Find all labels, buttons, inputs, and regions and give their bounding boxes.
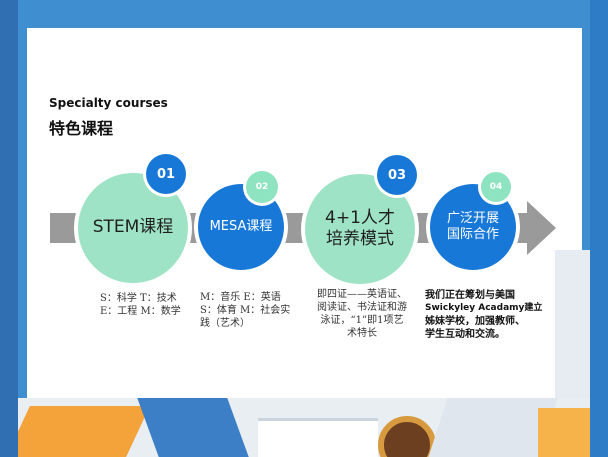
step-2-description: M：音乐 E：英语 S：体育 M：社会实 践（艺术） (200, 291, 308, 330)
bottom-decoration (18, 398, 590, 457)
step-2-number: 02 (246, 171, 278, 203)
step-2-desc-line: 践（艺术） (200, 318, 250, 329)
page-title-en: Specialty courses (49, 96, 168, 110)
page-title-cn: 特色课程 (49, 119, 114, 138)
side-decoration (555, 250, 590, 398)
step-1-desc-line: E：工程 M：数学 (100, 306, 181, 317)
step-1-number: 01 (146, 154, 186, 194)
step-1-desc-line: S：科学 T：技术 (100, 293, 177, 304)
step-3-number: 03 (377, 155, 417, 195)
decor-shape (18, 406, 150, 457)
step-3-desc-line: 阅读证、书法证和游 (317, 302, 407, 313)
step-3-label-line: 培养模式 (326, 229, 394, 249)
step-3-description: 即四证——英语证、 阅读证、书法证和游 泳证，“1”即1项艺 术特长 (310, 288, 414, 340)
step-3-desc-line: 即四证——英语证、 (317, 289, 407, 300)
step-4-description: 我们正在筹划与美国 Swickyley Acadamy建立 姊妹学校，加强教师、… (425, 289, 555, 341)
step-1-label: STEM课程 (92, 217, 174, 238)
step-3-label-line: 4+1人才 (325, 207, 395, 228)
step-4-desc-line: 我们正在筹划与美国 (425, 290, 515, 301)
step-4-number: 04 (481, 172, 511, 202)
step-2-desc-line: M：音乐 E：英语 (200, 292, 281, 303)
decor-shape (258, 418, 378, 457)
step-4-label-line: 广泛开展 (446, 210, 499, 226)
coffee-cup-icon (378, 416, 436, 457)
step-4-desc-line: 姊妹学校，加强教师、 (425, 316, 525, 327)
step-2-desc-line: S：体育 M：社会实 (200, 305, 291, 316)
frame-left (0, 0, 18, 457)
decor-shape (538, 408, 590, 457)
decor-shape (137, 398, 249, 457)
step-4-desc-line: Swickyley Acadamy建立 (425, 303, 543, 313)
step-1-description: S：科学 T：技术 E：工程 M：数学 (100, 292, 210, 318)
frame-right (590, 0, 608, 457)
timeline-arrow-head (527, 201, 556, 255)
step-2-label: MESA课程 (209, 218, 273, 234)
step-4-label-line: 国际合作 (446, 227, 499, 242)
step-3-desc-line: 术特长 (347, 328, 377, 339)
step-3-desc-line: 泳证，“1”即1项艺 (320, 315, 404, 326)
step-4-desc-line: 学生互动和交流。 (425, 329, 505, 340)
